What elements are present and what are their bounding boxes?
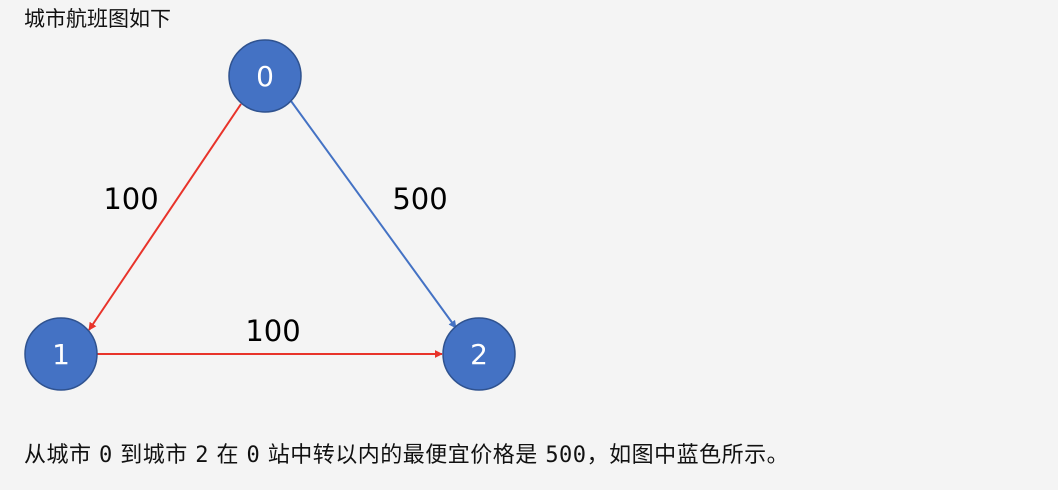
caption-dst-city: 2 bbox=[195, 443, 210, 468]
caption-stops: 0 bbox=[246, 443, 261, 468]
caption-text-1: 从城市 bbox=[24, 443, 92, 468]
edge-0-2 bbox=[290, 100, 457, 329]
caption-text-4: 站中转以内的最便宜价格是 bbox=[267, 443, 538, 468]
caption-text-3: 在 bbox=[216, 443, 240, 468]
node-label-2: 2 bbox=[470, 338, 488, 371]
node-1: 1 bbox=[24, 317, 98, 391]
edge-label-0-2: 500 bbox=[392, 182, 447, 216]
edge-0-1 bbox=[88, 103, 242, 331]
caption-text-5: ，如图中蓝色所示。 bbox=[586, 443, 790, 468]
node-0: 0 bbox=[228, 39, 302, 113]
node-label-0: 0 bbox=[256, 60, 274, 93]
caption-src-city: 0 bbox=[99, 443, 113, 468]
node-2: 2 bbox=[442, 317, 516, 391]
edge-label-1-2: 100 bbox=[245, 314, 300, 348]
node-label-1: 1 bbox=[52, 338, 70, 371]
edge-label-0-1: 100 bbox=[103, 182, 158, 216]
caption-price: 500 bbox=[545, 443, 587, 468]
result-caption: 从城市 0 到城市 2 在 0 站中转以内的最便宜价格是 500，如图中蓝色所示… bbox=[24, 440, 789, 472]
diagram-title: 城市航班图如下 bbox=[24, 7, 171, 31]
flight-graph: 100 500 100 0 1 2 bbox=[24, 39, 516, 391]
caption-text-2: 到城市 bbox=[120, 443, 188, 468]
